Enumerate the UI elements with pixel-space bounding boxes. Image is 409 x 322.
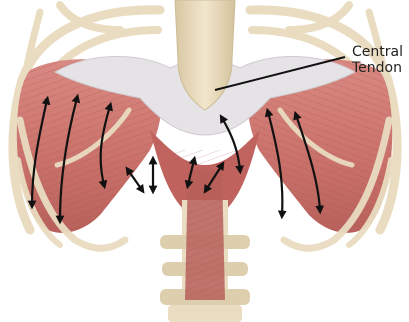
central-tendon-label: Central Tendon — [352, 44, 409, 76]
label-line-2: Tendon — [352, 60, 409, 76]
label-line-1: Central — [352, 44, 409, 60]
